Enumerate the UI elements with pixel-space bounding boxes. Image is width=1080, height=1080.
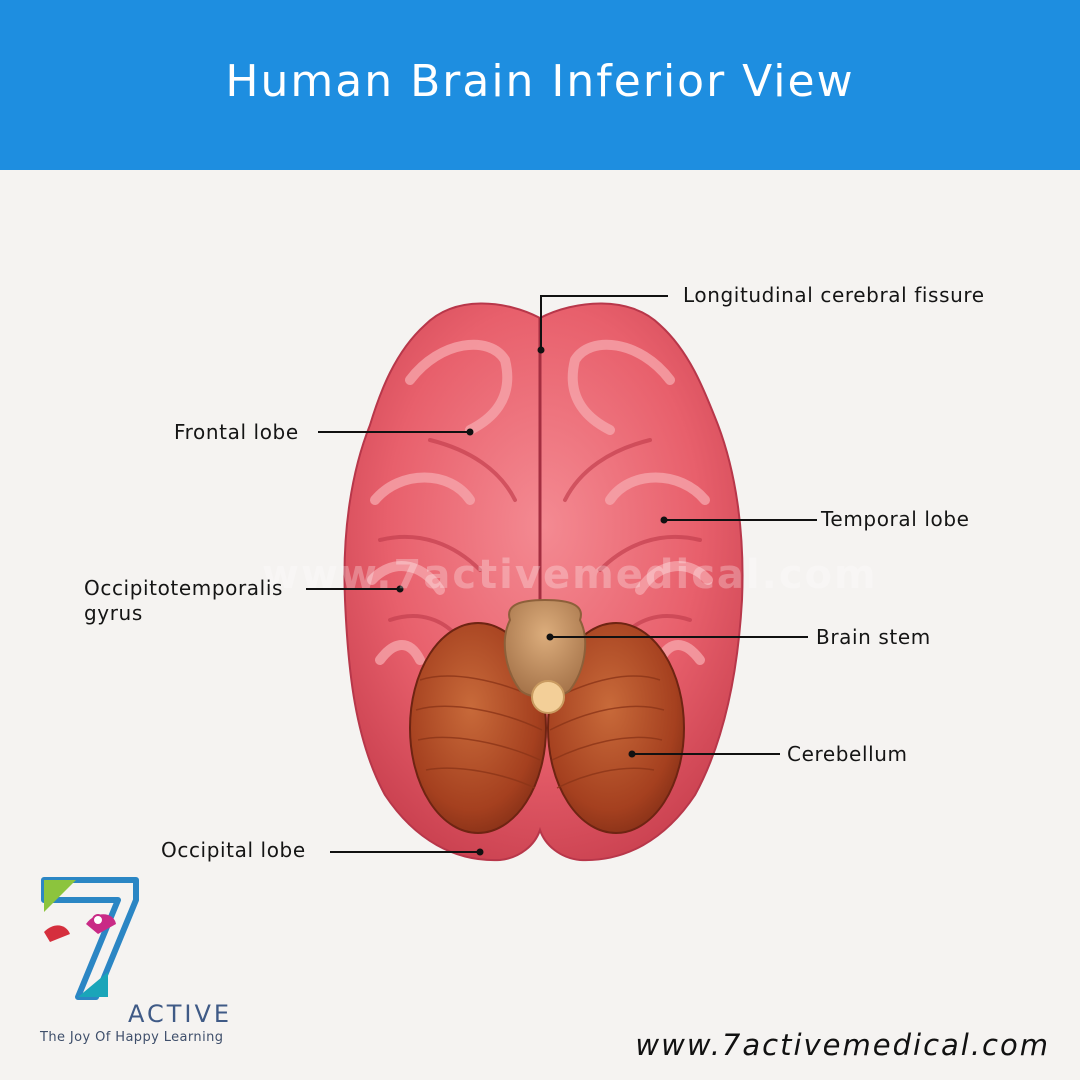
label-brain-stem: Brain stem [816,625,931,649]
cerebellum-right [547,622,685,834]
label-occipitotemporalis-line1: Occipitotemporalis [84,576,283,600]
page-title: Human Brain Inferior View [225,55,855,107]
label-occipital-lobe: Occipital lobe [161,838,306,862]
brain-stem [503,598,587,699]
leader-lines [306,295,817,853]
logo-wordmark: ACTIVE [128,1000,233,1028]
label-frontal-lobe: Frontal lobe [174,420,299,444]
seven-logo-mark [41,877,139,1000]
title-banner: Human Brain Inferior View [0,0,1080,170]
spinal-cord-section [531,680,565,714]
label-temporal-lobe: Temporal lobe [821,507,970,531]
website-url: www.7activemedical.com [635,1028,1050,1062]
label-longitudinal-cerebral-fissure: Longitudinal cerebral fissure [683,283,985,307]
label-occipitotemporalis-line2: gyrus [84,601,143,625]
label-occipitotemporalis-gyrus: Occipitotemporalis gyrus [84,576,283,626]
leader-dots [396,346,668,856]
logo-tagline: The Joy Of Happy Learning [40,1030,224,1045]
watermark: www.7activemedical.com [262,552,878,598]
label-cerebellum: Cerebellum [787,742,908,766]
